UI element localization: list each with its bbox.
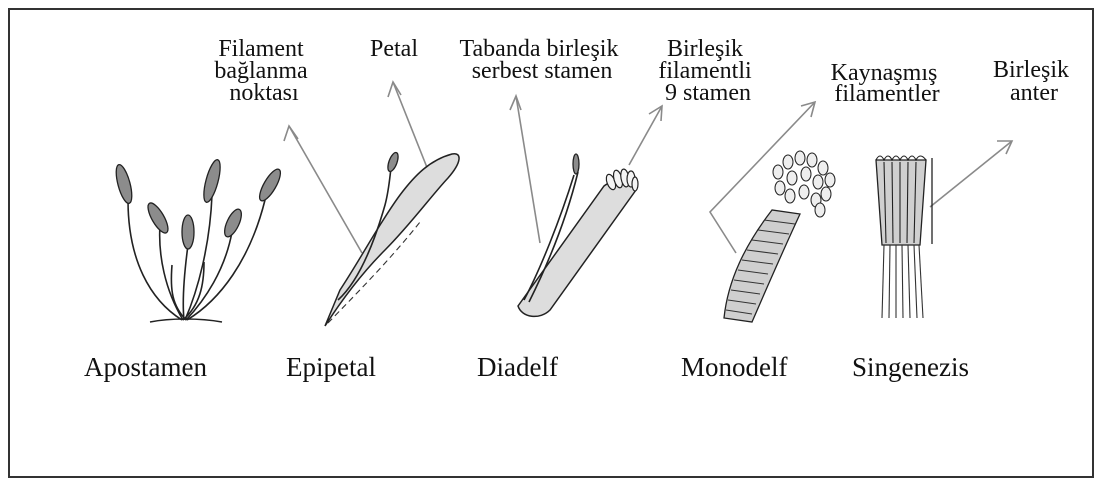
label-filament-attachment: Filament bağlanma noktası xyxy=(214,36,313,106)
apostamen-drawing xyxy=(113,158,284,322)
pointer-united-anther xyxy=(930,141,1012,207)
type-singenezis: Singenezis xyxy=(852,352,969,382)
diadelf-drawing xyxy=(518,154,638,316)
label-petal: Petal xyxy=(370,36,418,62)
type-epipetal: Epipetal xyxy=(286,352,376,382)
epipetal-drawing xyxy=(325,151,459,326)
singenezis-drawing xyxy=(876,156,932,318)
diadelf-anther-cluster xyxy=(605,168,638,191)
type-monodelf: Monodelf xyxy=(681,352,787,382)
label-basal-united: Tabanda birleşik serbest stamen xyxy=(460,36,625,84)
pointer-filament-attachment xyxy=(284,126,362,253)
pointer-united-nine xyxy=(629,106,662,165)
type-apostamen: Apostamen xyxy=(84,352,207,382)
label-united-anther: Birleşik anter xyxy=(993,57,1075,106)
label-fused-filaments: Kaynaşmış filamentler xyxy=(831,60,944,107)
pointer-basal-united xyxy=(510,96,540,243)
type-diadelf: Diadelf xyxy=(477,352,558,382)
label-united-nine: Birleşik filamentli 9 stamen xyxy=(658,36,757,106)
monodelf-drawing xyxy=(724,151,835,322)
